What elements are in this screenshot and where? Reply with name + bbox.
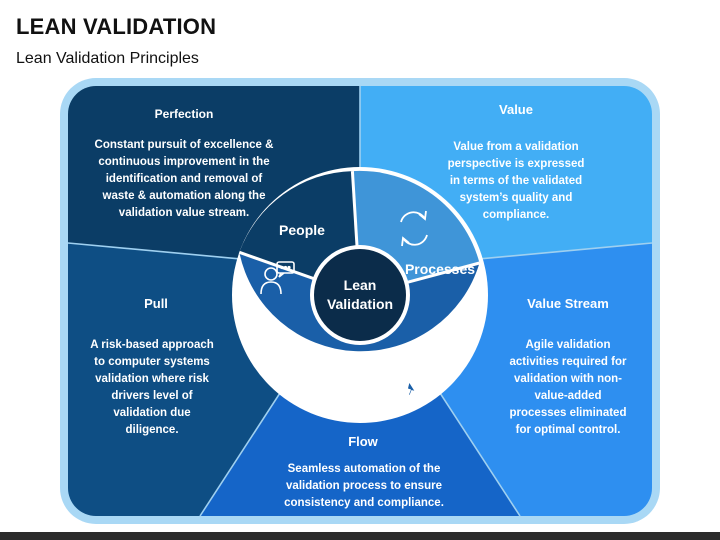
panel-line: Value from a validation (453, 141, 578, 153)
panel-line: validation due (113, 407, 190, 419)
panel-line: system’s quality and (460, 192, 573, 204)
panel-title-value-stream: Value Stream (527, 296, 609, 311)
center-label-line1: Lean (344, 277, 377, 293)
bottom-strip (0, 532, 720, 540)
refresh-cycle-icon (400, 210, 428, 247)
panel-line: diligence. (125, 424, 178, 436)
panel-line: activities required for (510, 356, 627, 368)
panel-title-pull: Pull (144, 296, 168, 311)
panel-title-perfection: Perfection (155, 107, 214, 121)
panel-line: waste & automation along the (102, 190, 266, 202)
panel-line: identification and removal of (106, 173, 263, 185)
page-subtitle: Lean Validation Principles (16, 50, 199, 67)
center-label-line2: Validation (327, 296, 393, 312)
panel-line: processes eliminated (510, 407, 627, 419)
panel-line: validation process to ensure (286, 480, 442, 492)
panel-text-pull: A risk-based approach to computer system… (90, 339, 214, 436)
panel-title-flow: Flow (348, 434, 378, 449)
page-title: LEAN VALIDATION (16, 14, 217, 39)
ring-label-processes: Processes (405, 261, 475, 277)
panel-line: in terms of the validated (450, 175, 582, 187)
panel-line: validation with non- (514, 373, 622, 385)
computer-cursor-icon (384, 365, 420, 398)
panel-line: to computer systems (94, 356, 210, 368)
ring-label-technology: Technology (294, 374, 372, 390)
panel-line: continuous improvement in the (98, 156, 269, 168)
panel-line: validation value stream. (119, 207, 249, 219)
panel-line: Constant pursuit of excellence & (95, 139, 274, 151)
center-circle (314, 249, 406, 341)
panel-line: value-added (534, 390, 601, 402)
panel-line: A risk-based approach (90, 339, 214, 351)
panel-text-perfection: Constant pursuit of excellence & continu… (95, 139, 274, 219)
panel-title-value: Value (499, 102, 533, 117)
panel-text-value-stream: Agile validation activities required for… (510, 339, 627, 436)
panel-text-flow: Seamless automation of the validation pr… (284, 463, 444, 509)
panel-line: consistency and compliance. (284, 497, 444, 509)
panel-line: Seamless automation of the (288, 463, 441, 475)
ring-label-people: People (279, 222, 325, 238)
panel-line: Agile validation (526, 339, 611, 351)
panel-line: validation where risk (95, 373, 209, 385)
panel-text-value: Value from a validation perspective is e… (448, 141, 585, 221)
panel-line: for optimal control. (516, 424, 621, 436)
panel-line: compliance. (483, 209, 549, 221)
panel-line: drivers level of (111, 390, 192, 402)
panel-line: perspective is expressed (448, 158, 585, 170)
person-chat-icon (260, 261, 295, 295)
